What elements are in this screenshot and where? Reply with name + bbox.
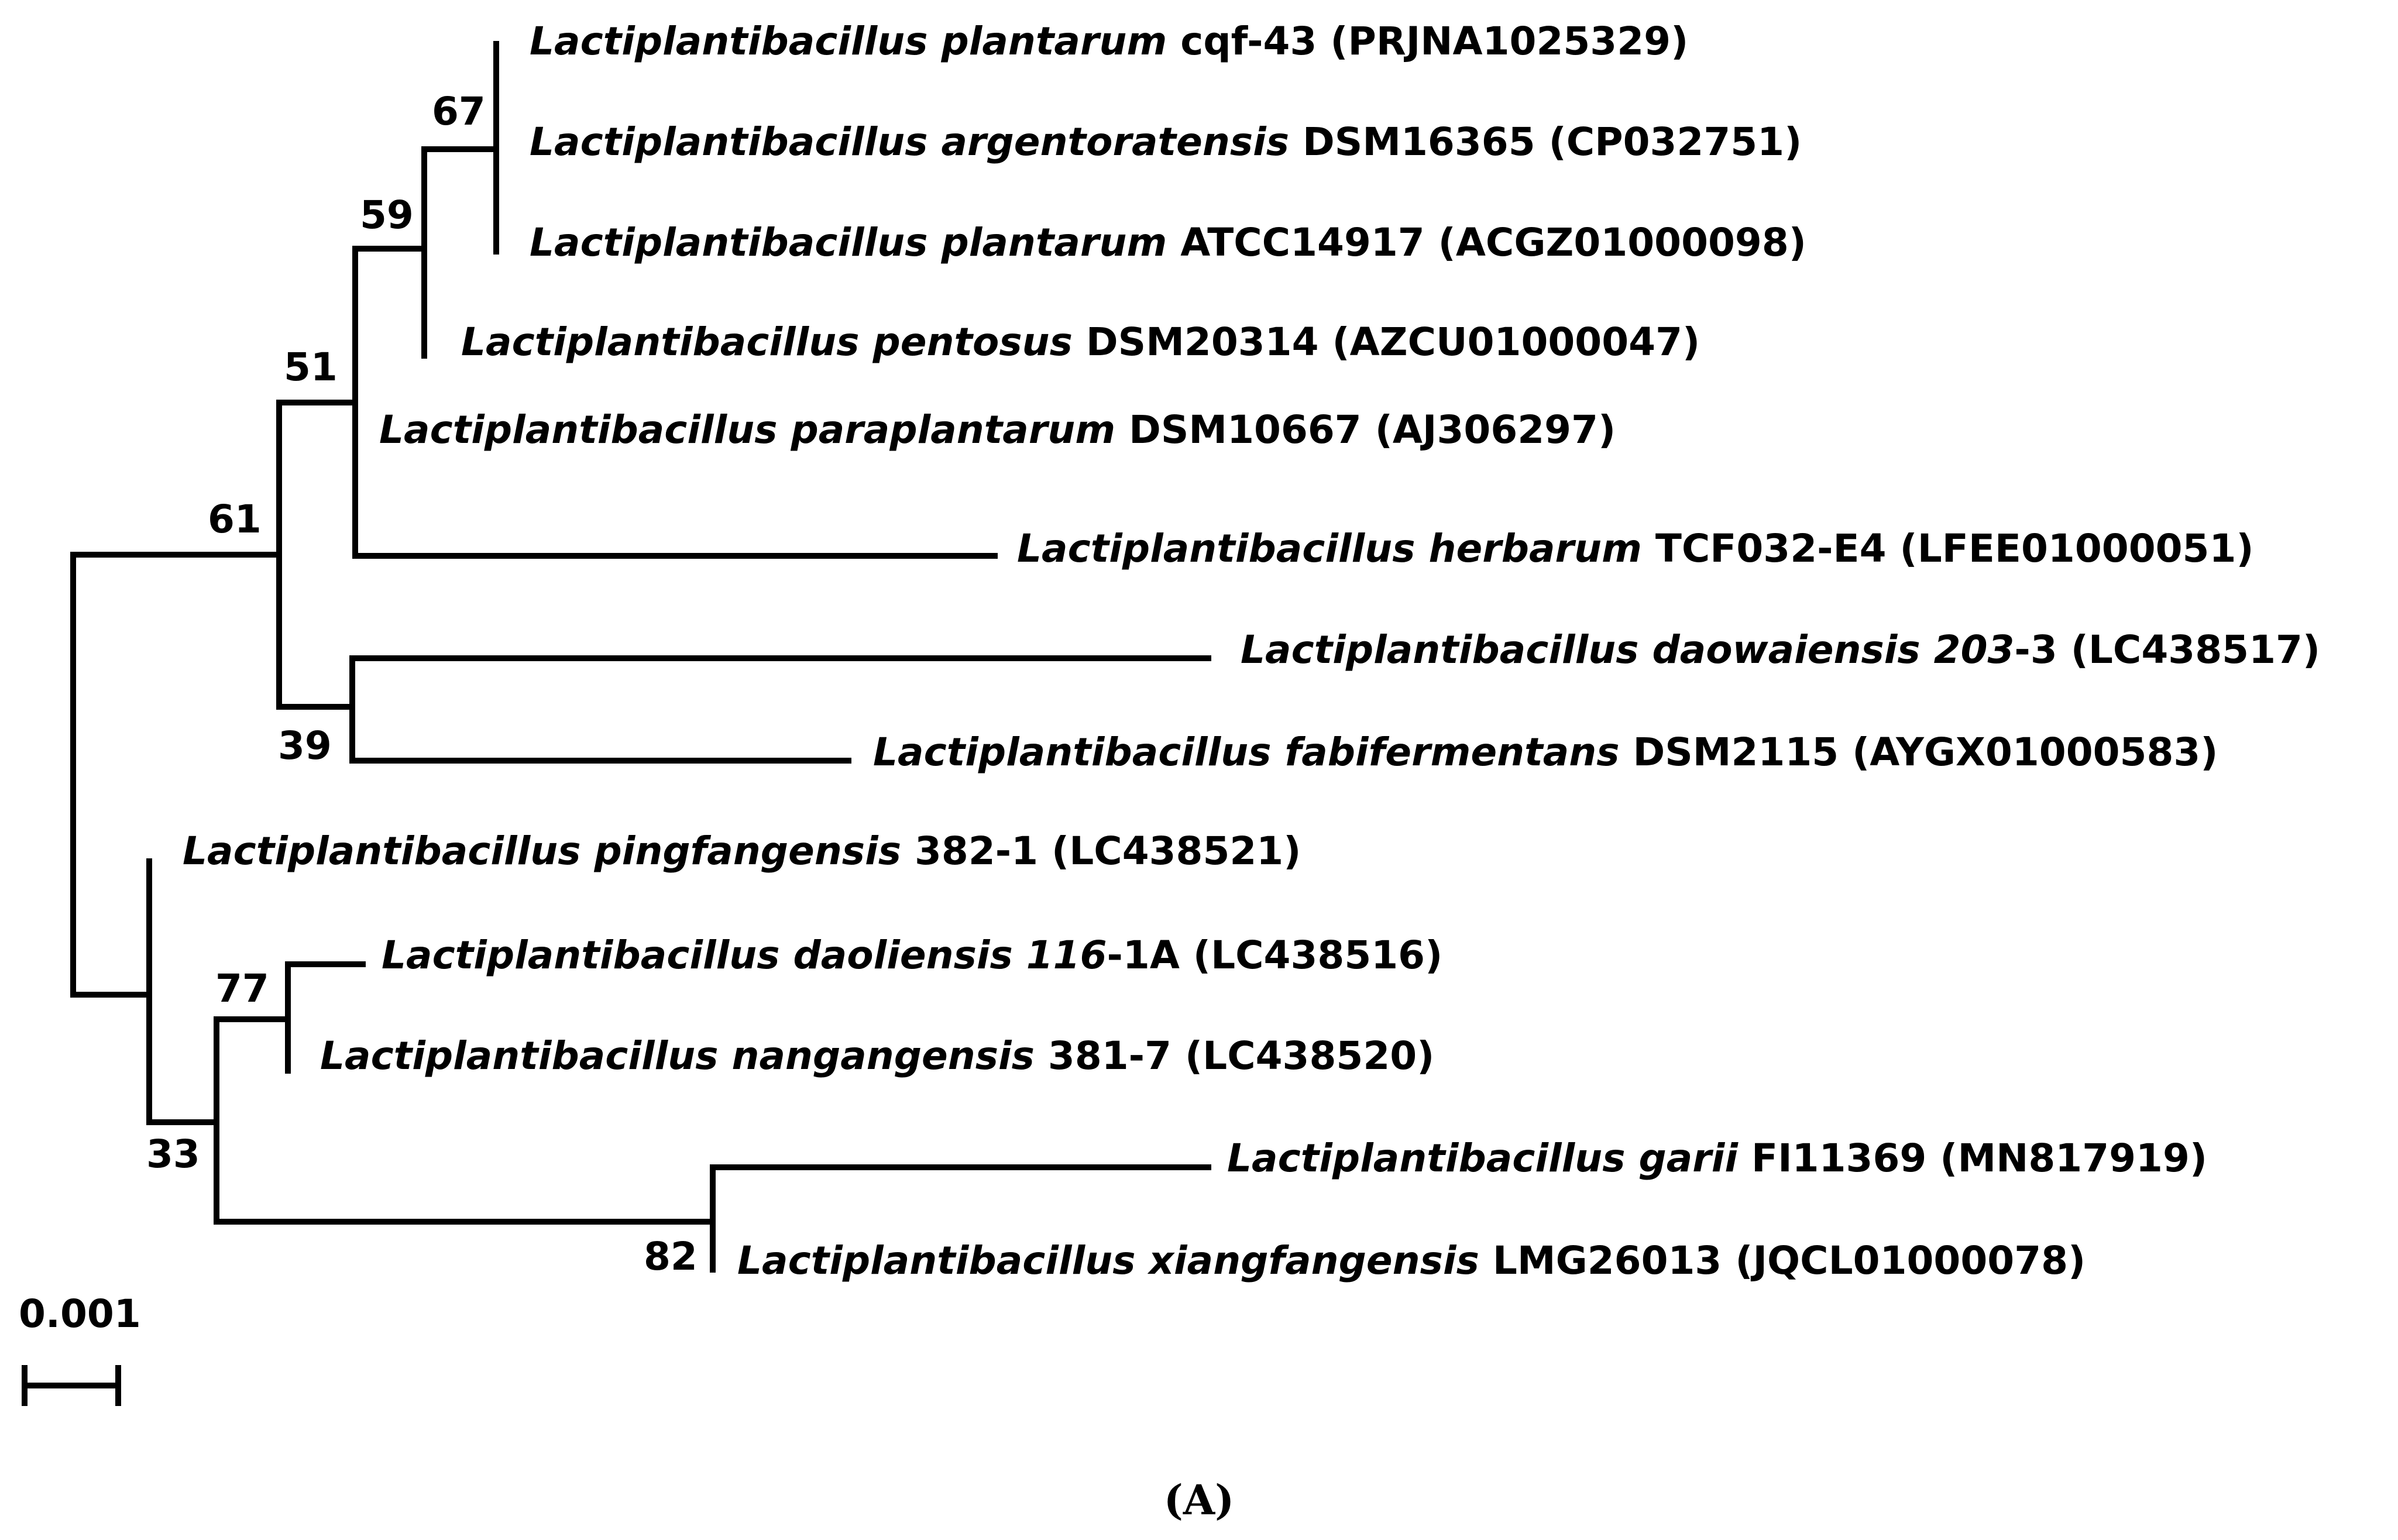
leaf-label: Lactiplantibacillus pingfangensis 382-1 … xyxy=(183,829,1301,874)
strain-accession: TCF032-E4 (LFEE01000051) xyxy=(1642,526,2254,571)
species-name: Lactiplantibacillus garii xyxy=(1227,1136,1739,1181)
species-name: Lactiplantibacillus herbarum xyxy=(1017,526,1642,571)
tree-branches xyxy=(22,41,1211,1406)
strain-accession: ATCC14917 (ACGZ01000098) xyxy=(1167,220,1806,265)
strain-accession: 381-7 (LC438520) xyxy=(1035,1033,1434,1078)
leaf-label: Lactiplantibacillus herbarum TCF032-E4 (… xyxy=(1017,526,2254,571)
species-name: Lactiplantibacillus argentoratensis xyxy=(530,119,1289,164)
support-value-39: 39 xyxy=(278,723,332,768)
species-name: Lactiplantibacillus plantarum xyxy=(530,220,1167,265)
leaf-label: Lactiplantibacillus xiangfangensis LMG26… xyxy=(737,1238,2086,1283)
leaf-label: Lactiplantibacillus plantarum cqf-43 (PR… xyxy=(530,19,1688,64)
support-value-33: 33 xyxy=(146,1132,200,1177)
strain-accession: 382-1 (LC438521) xyxy=(901,829,1301,874)
leaf-label: Lactiplantibacillus pentosus DSM20314 (A… xyxy=(461,319,1700,365)
support-value-82: 82 xyxy=(644,1234,698,1279)
species-name: Lactiplantibacillus xiangfangensis xyxy=(737,1238,1479,1283)
leaf-label: Lactiplantibacillus daoliensis 116-1A (L… xyxy=(382,933,1442,978)
leaf-label: Lactiplantibacillus argentoratensis DSM1… xyxy=(530,119,1802,164)
strain-accession: cqf-43 (PRJNA1025329) xyxy=(1167,19,1688,64)
species-name: Lactiplantibacillus fabifermentans xyxy=(873,730,1620,775)
strain-accession: FI11369 (MN817919) xyxy=(1738,1136,2207,1181)
support-value-61: 61 xyxy=(208,497,262,542)
support-value-77: 77 xyxy=(215,966,269,1011)
support-value-51: 51 xyxy=(284,345,338,390)
leaf-label: Lactiplantibacillus nangangensis 381-7 (… xyxy=(320,1033,1434,1078)
strain-accession: -3 (LC438517) xyxy=(2014,627,2320,672)
leaf-label: Lactiplantibacillus plantarum ATCC14917 … xyxy=(530,220,1806,265)
scale-bar-label: 0.001 xyxy=(19,1291,141,1336)
support-value-59: 59 xyxy=(360,192,414,238)
support-values: 67 59 51 61 39 77 33 82 xyxy=(146,89,698,1279)
species-name: Lactiplantibacillus pentosus xyxy=(461,319,1073,365)
leaf-label: Lactiplantibacillus paraplantarum DSM106… xyxy=(379,407,1616,452)
species-name: Lactiplantibacillus daoliensis 116 xyxy=(382,933,1107,978)
leaf-labels: Lactiplantibacillus plantarum cqf-43 (PR… xyxy=(183,19,2320,1283)
strain-accession: DSM16365 (CP032751) xyxy=(1289,119,1802,164)
species-name: Lactiplantibacillus pingfangensis xyxy=(183,829,901,874)
species-name: Lactiplantibacillus daowaiensis 203 xyxy=(1241,627,2014,672)
species-name: Lactiplantibacillus paraplantarum xyxy=(379,407,1115,452)
strain-accession: DSM10667 (AJ306297) xyxy=(1115,407,1616,452)
strain-accession: LMG26013 (JQCL01000078) xyxy=(1479,1238,2086,1283)
leaf-label: Lactiplantibacillus daowaiensis 203-3 (L… xyxy=(1241,627,2320,672)
species-name: Lactiplantibacillus nangangensis xyxy=(320,1033,1035,1078)
strain-accession: DSM20314 (AZCU01000047) xyxy=(1073,319,1700,365)
leaf-label: Lactiplantibacillus fabifermentans DSM21… xyxy=(873,730,2218,775)
panel-label: (A) xyxy=(1164,1476,1235,1524)
leaf-label: Lactiplantibacillus garii FI11369 (MN817… xyxy=(1227,1136,2207,1181)
strain-accession: -1A (LC438516) xyxy=(1107,933,1443,978)
species-name: Lactiplantibacillus plantarum xyxy=(530,19,1167,64)
strain-accession: DSM2115 (AYGX01000583) xyxy=(1620,730,2218,775)
support-value-67: 67 xyxy=(432,89,486,134)
